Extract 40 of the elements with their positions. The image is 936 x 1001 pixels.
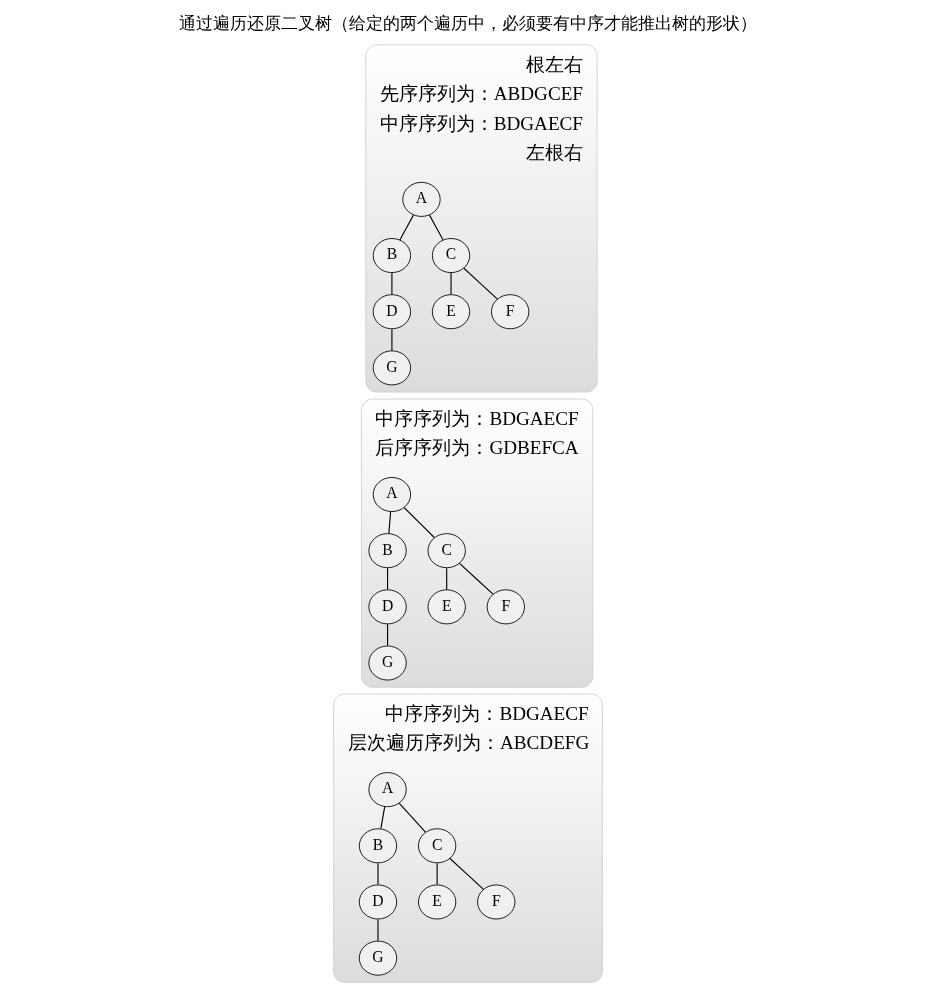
connector	[446, 567, 448, 591]
node-circle: F	[491, 294, 530, 330]
node-circle: C	[418, 828, 457, 864]
connector	[436, 862, 438, 886]
connector	[387, 623, 389, 647]
diagram-title: 通过遍历还原二叉树（给定的两个遍历中，必须要有中序才能推出树的形状）	[179, 14, 757, 34]
node-circle: C	[427, 533, 466, 569]
node-circle: B	[372, 238, 412, 274]
node-circle: B	[368, 533, 407, 569]
node-circle: G	[372, 350, 412, 386]
node-circle: G	[358, 940, 398, 976]
node-circle: F	[486, 589, 525, 625]
connector	[450, 272, 452, 295]
connector	[458, 562, 494, 595]
node-circle: E	[427, 589, 466, 625]
connector	[391, 272, 393, 295]
connector	[388, 511, 392, 535]
node-circle: G	[368, 645, 407, 681]
node-circle: E	[431, 294, 471, 330]
node-circle: D	[372, 294, 412, 330]
node-circle: A	[402, 181, 441, 217]
connector	[387, 567, 389, 591]
connector	[449, 857, 484, 890]
node-circle: D	[358, 884, 398, 920]
connector	[380, 806, 386, 830]
connector	[398, 802, 427, 833]
connector	[377, 862, 379, 886]
node-circle: F	[477, 884, 516, 920]
connector	[399, 214, 414, 241]
connector	[463, 267, 498, 300]
node-circle: A	[368, 772, 407, 808]
connector	[429, 214, 444, 241]
connector	[403, 507, 435, 539]
node-circle: B	[358, 828, 398, 864]
node-circle: C	[431, 238, 471, 274]
node-circle: D	[368, 589, 407, 625]
connector	[391, 328, 393, 352]
node-circle: E	[418, 884, 457, 920]
node-circle: A	[372, 477, 412, 512]
connector	[377, 918, 379, 942]
